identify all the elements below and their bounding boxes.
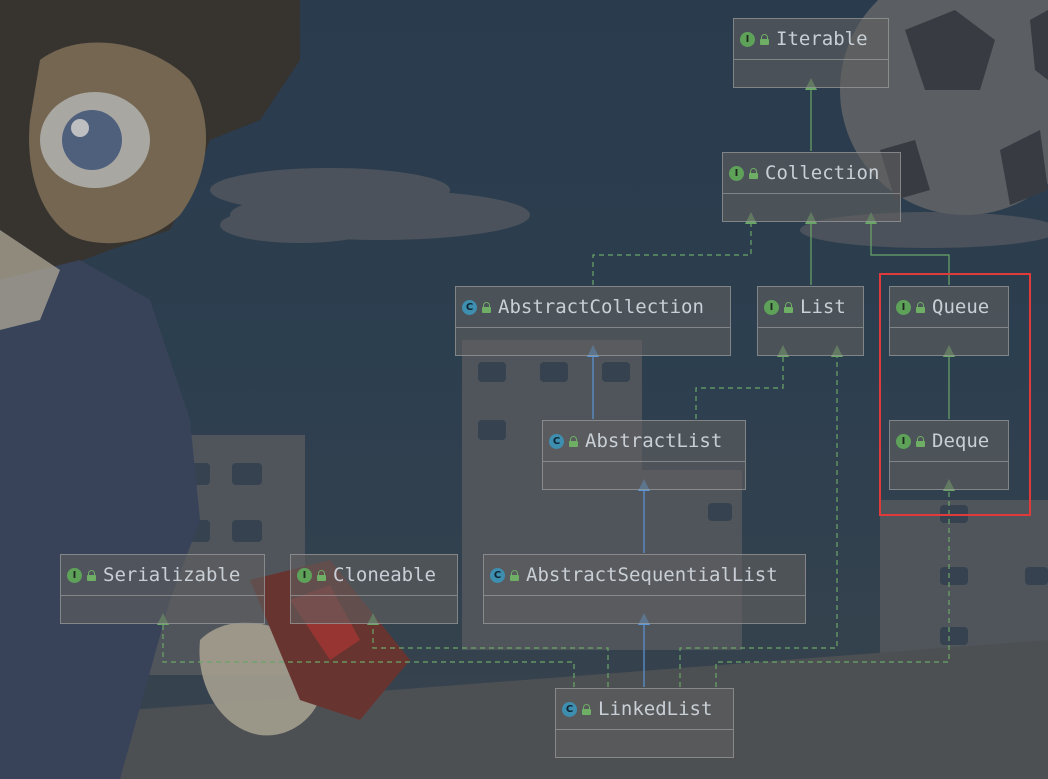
edge-linkedlist-cloneable [367,613,609,687]
node-serializable[interactable]: I Serializable [60,554,265,624]
node-list[interactable]: I List [757,286,864,356]
node-label: AbstractList [585,430,723,452]
lock-icon [482,301,491,313]
node-abstractcollection[interactable]: C AbstractCollection [455,286,731,356]
interface-icon: I [764,299,779,315]
interface-icon: I [896,433,911,449]
lock-icon [916,301,925,313]
node-label: Deque [932,430,990,452]
interface-icon: I [297,567,312,583]
node-label: Collection [765,162,880,184]
lock-icon [749,167,758,179]
node-linkedlist[interactable]: C LinkedList [555,688,734,758]
node-deque[interactable]: I Deque [889,420,1009,490]
node-label: Serializable [103,564,241,586]
lock-icon [784,301,793,313]
node-abstractsequentiallist[interactable]: C AbstractSequentialList [483,554,806,624]
edge-abstractcollection-collection [592,212,757,285]
lock-icon [87,569,96,581]
highlight-box-queue-deque [879,273,1031,516]
edge-queue-collection [865,212,950,285]
node-label: AbstractCollection [498,296,704,318]
lock-icon [510,569,519,581]
node-abstractlist[interactable]: C AbstractList [542,420,746,490]
node-label: AbstractSequentialList [526,564,778,586]
interface-icon: I [896,299,911,315]
node-collection[interactable]: I Collection [722,152,901,222]
edge-linkedlist-deque [715,479,955,687]
node-label: Cloneable [333,564,436,586]
edge-linkedlist-serializable [157,613,575,687]
abstract-class-icon: C [549,433,564,449]
node-label: Iterable [776,28,868,50]
class-icon: C [562,701,577,717]
abstract-class-icon: C [490,567,505,583]
lock-icon [569,435,578,447]
edge-abstractlist-list [695,345,789,419]
lock-icon [317,569,326,581]
node-cloneable[interactable]: I Cloneable [290,554,458,624]
edge-linkedlist-list [679,345,843,687]
interface-icon: I [67,567,82,583]
node-iterable[interactable]: I Iterable [733,18,889,88]
node-label: LinkedList [598,698,713,720]
lock-icon [760,33,769,45]
node-label: List [800,296,846,318]
abstract-class-icon: C [462,299,477,315]
lock-icon [582,703,591,715]
node-queue[interactable]: I Queue [889,286,1009,356]
interface-icon: I [729,165,744,181]
lock-icon [916,435,925,447]
node-label: Queue [932,296,990,318]
interface-icon: I [740,31,755,47]
